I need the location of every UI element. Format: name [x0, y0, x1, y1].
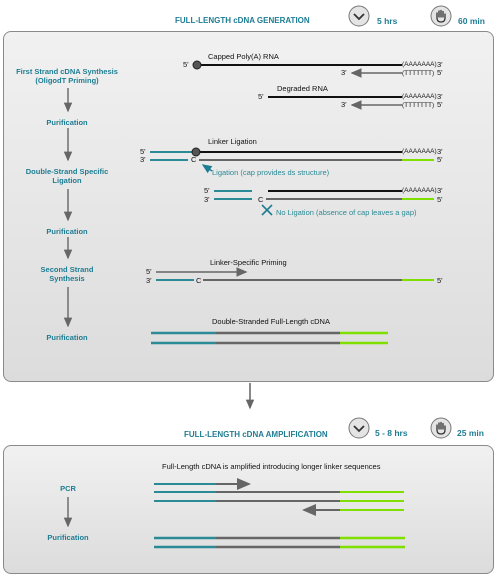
ligation-note-arrow: [201, 164, 213, 174]
step-second-strand: Second Strand Synthesis: [12, 265, 122, 283]
degraded-polyt: (TTTTTTT): [402, 102, 435, 109]
cap-icon: [192, 60, 202, 70]
ligation-3prime-right: 3': [437, 147, 443, 156]
step-first-strand-line1: First Strand cDNA Synthesis: [16, 67, 118, 76]
amplification-note: Full-Length cDNA is amplified introducin…: [162, 462, 381, 471]
step-pcr: PCR: [60, 484, 76, 493]
generation-time-min: 60 min: [458, 16, 485, 26]
priming-5prime-right: 5': [437, 276, 443, 285]
generation-panel: [3, 31, 494, 382]
ligation-3prime-left: 3': [140, 155, 146, 164]
hand-icon: [430, 417, 452, 439]
ligation-note: Ligation (cap provides ds structure): [212, 168, 330, 177]
degraded-rt-3prime: 3': [341, 100, 347, 109]
step-second-strand-line2: Synthesis: [49, 274, 85, 283]
hand-icon: [430, 5, 452, 27]
step-purification-1: Purification: [46, 118, 88, 127]
capped-3prime: 3': [437, 60, 443, 69]
chevron-down-icon: [348, 5, 370, 27]
linker-priming-label: Linker-Specific Priming: [210, 258, 287, 267]
amplification-time-min: 25 min: [457, 428, 484, 438]
amplification-time-hrs: 5 - 8 hrs: [375, 428, 408, 438]
step-ds-ligation-line1: Double-Strand Specific: [25, 167, 109, 176]
step-purification-3: Purification: [46, 333, 88, 342]
priming-3prime: 3': [146, 276, 152, 285]
no-ligation-note: No Ligation (absence of cap leaves a gap…: [276, 208, 417, 217]
degraded-rt-5prime: 5': [437, 100, 443, 109]
priming-c: C: [196, 276, 202, 285]
pcr-strands: [154, 478, 405, 549]
capped-rna-label: Capped Poly(A) RNA: [208, 52, 279, 61]
ligation-c: C: [191, 155, 197, 164]
capped-5prime: 5': [183, 60, 189, 69]
ds-cdna-label: Double-Stranded Full-Length cDNA: [212, 317, 330, 326]
step-purification-4: Purification: [47, 533, 89, 542]
no-ligation-x-icon: [261, 204, 273, 216]
generation-title: FULL-LENGTH cDNA GENERATION: [175, 16, 310, 25]
capped-polya: (AAAAAAA): [402, 61, 437, 68]
amplification-panel: [3, 445, 494, 574]
step-ds-ligation-line2: Ligation: [52, 176, 82, 185]
step-second-strand-line1: Second Strand: [40, 265, 94, 274]
step-first-strand-line2: (OligodT Priming): [35, 76, 99, 85]
ds-cdna: [151, 331, 388, 345]
noligation-3prime-right: 3': [437, 186, 443, 195]
priming-5prime: 5': [146, 267, 152, 276]
step-first-strand: First Strand cDNA Synthesis (OligodT Pri…: [12, 67, 122, 85]
ligation-5prime-right: 5': [437, 155, 443, 164]
degraded-5prime: 5': [258, 92, 264, 101]
noligation-c: C: [258, 195, 264, 204]
step-purification-2: Purification: [46, 227, 88, 236]
degraded-3prime: 3': [437, 92, 443, 101]
degraded-polya: (AAAAAAA): [402, 93, 437, 100]
ligation-5prime: 5': [140, 147, 146, 156]
degraded-rna-label: Degraded RNA: [277, 84, 328, 93]
noligation-5prime: 5': [204, 186, 210, 195]
ligation-polya: (AAAAAAA): [402, 148, 437, 155]
step-ds-ligation: Double-Strand Specific Ligation: [12, 167, 122, 185]
amplification-title: FULL-LENGTH cDNA AMPLIFICATION: [184, 430, 328, 439]
noligation-3prime-left: 3': [204, 195, 210, 204]
capped-rt-5prime: 5': [437, 68, 443, 77]
capped-polyt: (TTTTTTT): [402, 70, 435, 77]
generation-time-hrs: 5 hrs: [377, 16, 398, 26]
noligation-5prime-right: 5': [437, 195, 443, 204]
chevron-down-icon: [348, 417, 370, 439]
ligation-cap-icon: [191, 147, 201, 157]
linker-ligation-label: Linker Ligation: [208, 137, 257, 146]
noligation-polya: (AAAAAAA): [402, 187, 437, 194]
capped-rt-3prime: 3': [341, 68, 347, 77]
